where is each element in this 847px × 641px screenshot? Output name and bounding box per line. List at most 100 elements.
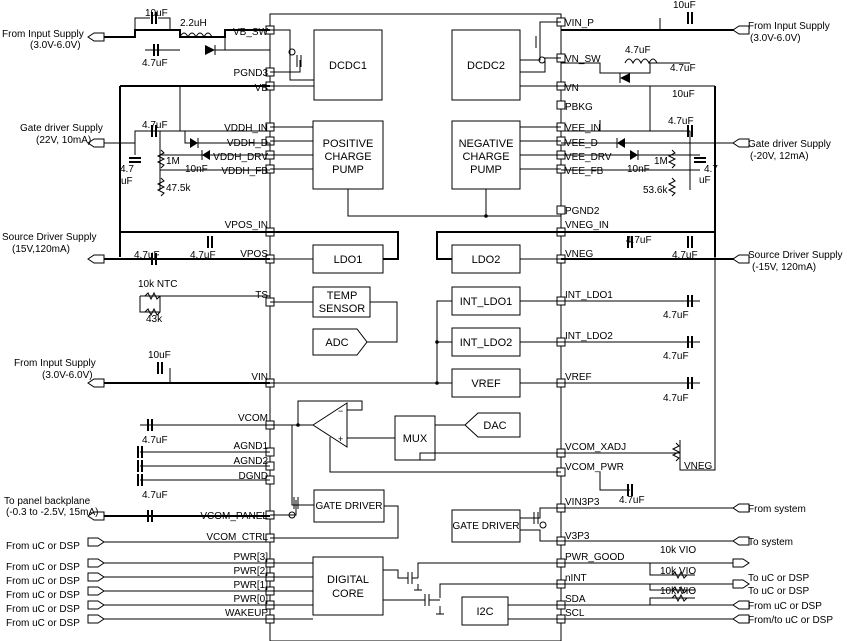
source-driver-supply-right-line2: (-15V, 120mA) bbox=[752, 262, 816, 273]
from-input-supply-left-line1: From Input Supply bbox=[2, 29, 84, 40]
right-pin-8 bbox=[556, 205, 566, 215]
arrow-right-out1 bbox=[732, 579, 750, 589]
pin-label-vcom-pwr: VCOM_PWR bbox=[565, 462, 624, 473]
block-adc-label: ADC bbox=[325, 337, 348, 349]
pin-label-pwr2: PWR[2] bbox=[234, 566, 269, 577]
label-cap-4-7uf-vn: 4.7uF bbox=[670, 63, 696, 74]
pin-label-agnd2: AGND2 bbox=[234, 456, 269, 467]
arrow-left-4 bbox=[87, 511, 105, 521]
gate-driver-supply-left-line1: Gate driver Supply bbox=[20, 123, 103, 134]
source-driver-supply-right-line1: Source Driver Supply bbox=[748, 250, 842, 261]
block-ldo1: LDO1 bbox=[312, 244, 384, 274]
capacitor-h8 bbox=[687, 12, 693, 24]
from-uc-pwr0: From uC or DSP bbox=[6, 604, 80, 615]
pin-label-dgnd: DGND bbox=[239, 471, 268, 482]
capacitor-h5 bbox=[157, 362, 163, 374]
capacitor-gnd0 bbox=[137, 446, 143, 458]
pin-label-vn: VN bbox=[565, 83, 579, 94]
block-dcdc2-label: DCDC2 bbox=[467, 60, 505, 72]
temp-sensor-line-2: SENSOR bbox=[319, 303, 366, 315]
pin-label-wakeup: WAKEUP bbox=[225, 608, 268, 619]
pin-label-vddh-in: VDDH_IN bbox=[224, 123, 268, 134]
block-temp-sensor: TEMP SENSOR bbox=[312, 286, 371, 318]
block-vref: VREF bbox=[451, 368, 521, 398]
label-ind-2-2uh: 2.2uH bbox=[180, 18, 207, 29]
pin-label-pwr0: PWR[0] bbox=[234, 594, 269, 605]
from-to-uc-scl: From/to uC or DSP bbox=[748, 615, 833, 626]
svg-text:+: + bbox=[338, 434, 343, 444]
from-uc-pwr2: From uC or DSP bbox=[6, 576, 80, 587]
pin-label-vpos: VPOS bbox=[240, 249, 268, 260]
pin-label-pbkg: PBKG bbox=[565, 102, 593, 113]
pin-label-vref: VREF bbox=[565, 372, 592, 383]
from-input-supply-right-line2: (3.0V-6.0V) bbox=[750, 33, 801, 44]
label-cap-10uf-vinp: 10uF bbox=[673, 0, 696, 11]
label-cap-4-7uf-int-ldo2: 4.7uF bbox=[663, 351, 689, 362]
pin-label-vee-in: VEE_IN bbox=[565, 123, 601, 134]
from-input-supply-vin-line1: From Input Supply bbox=[14, 358, 96, 369]
pin-label-vpos-in: VPOS_IN bbox=[225, 220, 268, 231]
pin-label-scl: SCL bbox=[565, 608, 585, 619]
vneg-tap-label: VNEG bbox=[684, 461, 713, 472]
label-cap-4-7uf-vee: 4.7uF bbox=[668, 116, 694, 127]
inductors bbox=[179, 32, 658, 65]
gate-driver-supply-right-line1: Gate driver Supply bbox=[748, 139, 831, 150]
pin-label-agnd1: AGND1 bbox=[234, 441, 269, 452]
capacitor-h14 bbox=[687, 377, 693, 389]
block-i2c: I2C bbox=[461, 596, 509, 626]
from-uc-sda: From uC or DSP bbox=[748, 601, 822, 612]
digital-core-line-1: DIGITAL bbox=[327, 574, 369, 586]
capacitor-gnd2 bbox=[137, 474, 143, 486]
vcom-op-amp: − + bbox=[312, 402, 348, 448]
gate-driver-right-label: GATE DRIVER bbox=[452, 521, 519, 532]
internal-wiring bbox=[270, 21, 561, 620]
gate-driver-supply-right-line2: (-20V, 12mA) bbox=[750, 151, 809, 162]
block-ldo2-label: LDO2 bbox=[472, 254, 501, 266]
label-cap-4-7uf-int-ldo1: 4.7uF bbox=[663, 310, 689, 321]
capacitor-h11 bbox=[627, 236, 633, 248]
pin-label-vcom: VCOM bbox=[238, 413, 268, 424]
arrow-right-uc4 bbox=[87, 600, 105, 610]
block-negative-charge-pump: NEGATIVE CHARGE PUMP bbox=[451, 120, 521, 190]
diodes bbox=[190, 45, 639, 160]
label-res-43k: 43k bbox=[146, 314, 163, 325]
capacitor-h9 bbox=[687, 125, 693, 137]
block-int-ldo2: INT_LDO2 bbox=[451, 327, 521, 357]
pin-label-nint: nINT bbox=[565, 573, 587, 584]
label-cap-4-7uf-vneg-b: 4.7uF bbox=[672, 250, 698, 261]
from-input-supply-vin-line2: (3.0V-6.0V) bbox=[42, 370, 93, 381]
capacitor-h6 bbox=[147, 419, 153, 431]
block-positive-charge-pump: POSITIVE CHARGE PUMP bbox=[312, 120, 384, 190]
capacitor-h12 bbox=[687, 295, 693, 307]
neg-pump-line-2: CHARGE bbox=[462, 151, 509, 163]
label-cap-4-7uf-vbsw: 4.7uF bbox=[142, 58, 168, 69]
arrow-left-r3 bbox=[732, 503, 750, 513]
pin-label-vneg: VNEG bbox=[565, 249, 594, 260]
block-ldo1-label: LDO1 bbox=[334, 254, 363, 266]
pin-label-vin-p: VIN_P bbox=[565, 18, 594, 29]
block-dac-label: DAC bbox=[483, 420, 506, 432]
block-dcdc2: DCDC2 bbox=[451, 29, 521, 101]
label-cap-4-7uf-vcom-panel: 4.7uF bbox=[142, 490, 168, 501]
label-cap-4-7uf-vee-side-1: 4.7 bbox=[704, 164, 718, 175]
label-cap-4-7uf-vcom-pwr: 4.7uF bbox=[619, 495, 645, 506]
arrow-right-uc1 bbox=[87, 558, 105, 568]
block-mux-label: MUX bbox=[403, 433, 428, 445]
signal-arrows bbox=[87, 25, 750, 624]
pos-pump-line-1: POSITIVE bbox=[323, 138, 374, 150]
arrow-right-uc0 bbox=[87, 537, 105, 547]
label-res-10k-vio-3: 10k VIO bbox=[660, 586, 696, 597]
from-uc-vcom-ctrl: From uC or DSP bbox=[6, 541, 80, 552]
pos-pump-line-2: CHARGE bbox=[324, 151, 371, 163]
arrow-right-uc5 bbox=[87, 614, 105, 624]
capacitor-h1 bbox=[153, 44, 159, 56]
label-cap-4-7uf-vee-side-2: uF bbox=[699, 175, 711, 186]
arrow-left-1 bbox=[87, 138, 105, 148]
from-input-supply-right-line1: From Input Supply bbox=[748, 21, 830, 32]
pin-label-sda: SDA bbox=[565, 594, 586, 605]
block-int-ldo1: INT_LDO1 bbox=[451, 286, 521, 316]
label-res-1m-left: 1M bbox=[166, 156, 180, 167]
label-cap-4-7uf-vpos-a: 4.7uF bbox=[134, 250, 160, 261]
resistors bbox=[144, 149, 688, 603]
